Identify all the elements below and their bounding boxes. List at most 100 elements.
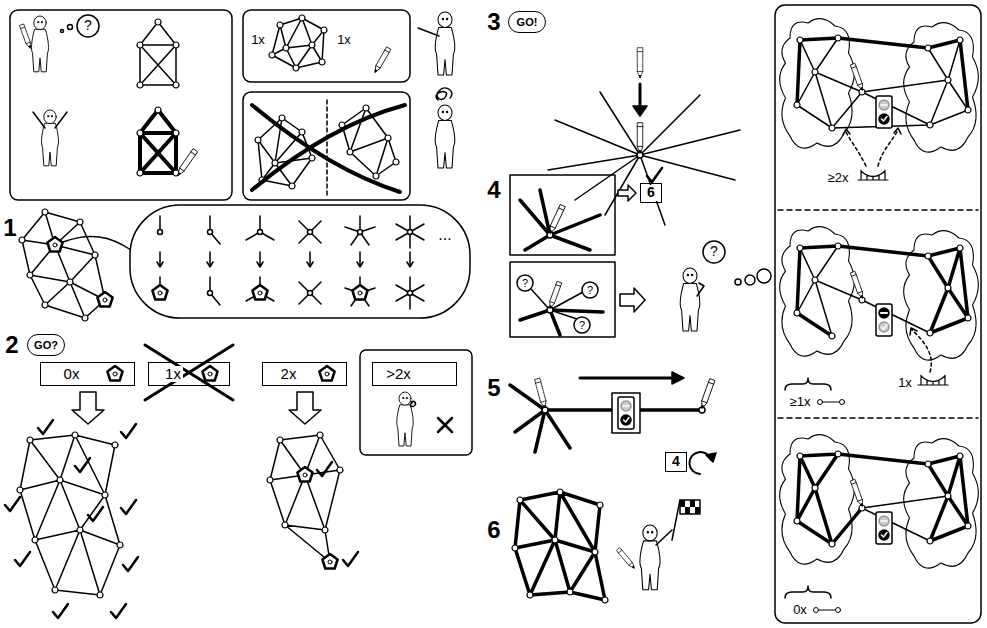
degree-step-part	[345, 216, 375, 245]
count-text: ≥1x	[790, 395, 811, 409]
parts-panel-part	[309, 42, 315, 48]
degree-step-part-part	[408, 291, 413, 296]
choose-vertex-step-part	[633, 106, 647, 116]
rules-panel-part	[876, 512, 892, 544]
rules-panel-part	[846, 130, 898, 166]
start-step-part	[88, 507, 103, 521]
degree-step-part-part	[358, 230, 363, 235]
question-mark: ?	[579, 319, 585, 331]
intro-panel-part	[137, 82, 143, 88]
degree-step-part	[299, 282, 321, 304]
intro-panel-part	[42, 110, 59, 166]
start-step-part	[32, 537, 38, 543]
intro-panel-part	[176, 149, 198, 177]
intro-panel	[10, 10, 232, 200]
rules-panel-part	[794, 310, 800, 316]
start-step-part	[322, 554, 337, 569]
start-step-part	[5, 497, 20, 511]
rules-panel-part	[927, 122, 933, 128]
start-step-part	[145, 345, 233, 400]
degree-step-part	[158, 216, 163, 235]
choose-vertex-step-part	[647, 168, 662, 182]
parts-panel-part	[435, 12, 454, 75]
check-edges-step-part	[735, 279, 741, 285]
count-box: 1x	[148, 362, 230, 386]
step-number: 5	[487, 375, 500, 401]
finish-step-part	[640, 525, 660, 590]
rules-panel-part	[945, 285, 951, 291]
finish-step-part	[527, 592, 533, 598]
degree-step-part-part	[308, 230, 313, 235]
rules-panel-part	[812, 485, 818, 491]
check-edges-step-part	[520, 190, 600, 250]
intro-panel-part	[32, 16, 49, 72]
parts-panel-part	[277, 22, 283, 28]
start-step-part	[317, 462, 332, 476]
finish-step-part	[656, 500, 680, 545]
step-number: 2	[5, 332, 18, 358]
start-step-part	[72, 432, 78, 438]
degree-step-part	[152, 277, 167, 300]
rules-panel-part	[785, 586, 831, 598]
intro-panel-part	[33, 112, 67, 128]
rules-panel-part	[912, 330, 931, 372]
disconnected-panel-part	[347, 149, 353, 155]
finish-step-part	[517, 497, 523, 503]
intro-panel-part	[155, 107, 161, 113]
rules-panel-part	[797, 246, 930, 336]
degree-step-part-part	[208, 230, 213, 235]
rules-panel-part	[835, 451, 841, 457]
rules-panel-part	[797, 246, 968, 336]
degree-step-part	[299, 221, 321, 243]
rules-panel-part	[850, 271, 864, 299]
question-mark: ?	[587, 284, 593, 296]
go-badge: GO?	[27, 334, 65, 356]
disconnected-panel-part	[255, 137, 261, 143]
rules-panel-part	[965, 523, 971, 529]
disconnected-panel-part	[385, 135, 391, 141]
start-step-part	[297, 467, 312, 482]
count-box: 0x	[40, 362, 135, 386]
rules-panel-part	[797, 38, 968, 128]
draw-edge-step-part	[612, 393, 640, 433]
disconnected-panel-part	[279, 115, 285, 121]
rules-panel-part	[910, 328, 917, 335]
start-step-part	[117, 542, 123, 548]
rules-panel-part	[814, 608, 841, 613]
check-edges-step-part	[745, 275, 755, 285]
check-edges-step-part	[620, 288, 645, 312]
degree-step-part-part	[345, 277, 375, 306]
check-edges-step-part	[618, 185, 636, 201]
degree-step-part	[246, 277, 274, 301]
start-step-part	[102, 492, 108, 498]
finish-step-part	[602, 597, 608, 603]
rules-panel-part	[925, 45, 931, 51]
disconnected-panel-part	[363, 105, 369, 111]
start-step-part	[53, 604, 68, 618]
rules-panel-part	[925, 253, 931, 259]
box-text: 1x	[163, 366, 183, 383]
start-step-part	[77, 527, 83, 533]
degree-step-part	[22, 212, 105, 318]
check-edges-step-part	[703, 241, 725, 263]
degree-step-part-part	[299, 221, 321, 243]
draw-edge-step-part	[618, 397, 634, 429]
choose-vertex-step-part	[637, 48, 643, 78]
degree-step-part	[42, 302, 48, 308]
disconnected-panel-part	[272, 160, 278, 166]
parts-panel-part	[418, 28, 439, 36]
intro-panel-part	[68, 25, 73, 30]
rules-panel-part	[812, 277, 818, 283]
degree-step-part-part	[345, 216, 375, 245]
box-text: GO!	[515, 16, 540, 28]
parts-panel-part	[283, 45, 289, 51]
rules-panel-part	[829, 541, 835, 547]
question-mark: ?	[710, 244, 718, 259]
degree-step-part-part	[252, 285, 267, 300]
rules-panel-part	[957, 453, 963, 459]
step-ref-box: 6	[640, 183, 662, 203]
start-step-part	[97, 592, 103, 598]
question-mark: ?	[522, 277, 528, 289]
box-text: 4	[670, 454, 682, 469]
